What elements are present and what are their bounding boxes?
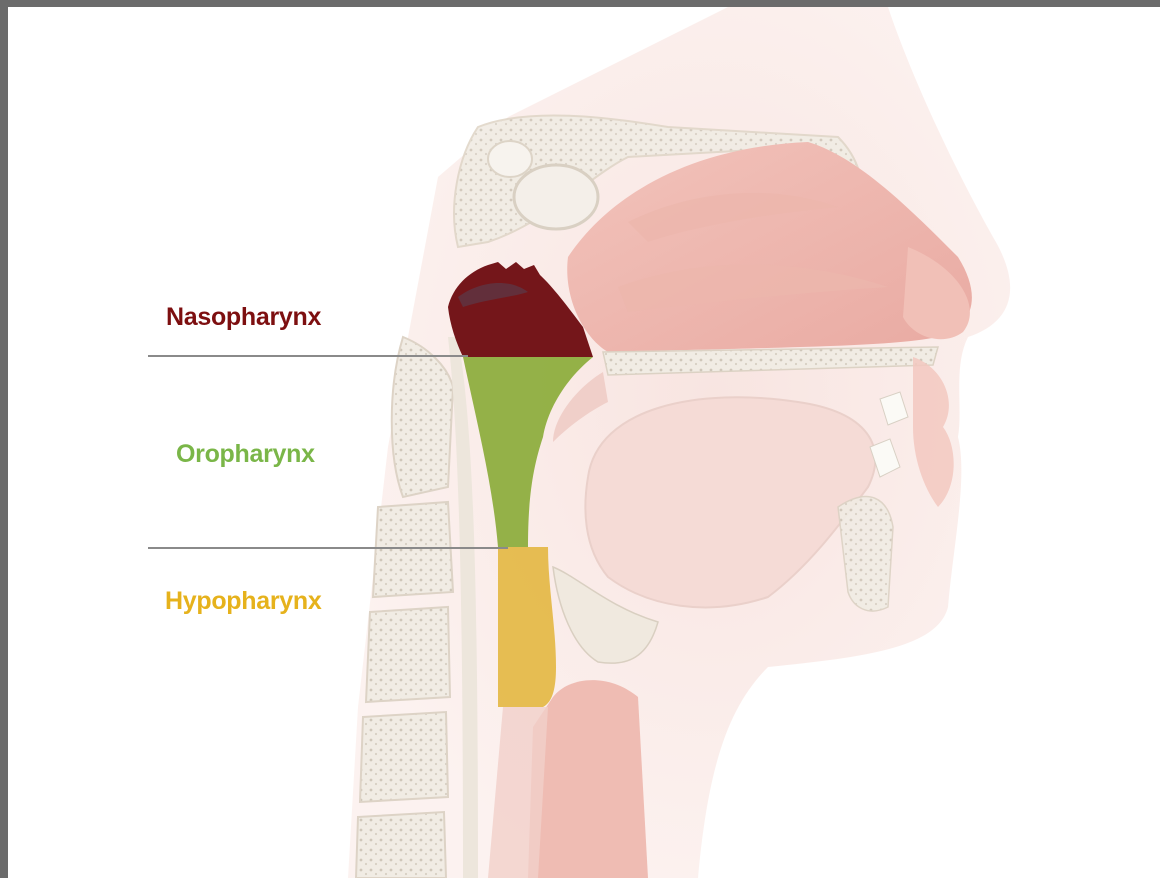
- divider-oro-hypo: [148, 547, 508, 549]
- label-oropharynx: Oropharynx: [176, 440, 315, 469]
- slide: Nasopharynx Oropharynx Hypopharynx: [8, 7, 1160, 878]
- divider-naso-oro: [148, 355, 468, 357]
- sphenoid-sinus: [514, 165, 598, 229]
- label-hypopharynx: Hypopharynx: [165, 587, 321, 616]
- hypopharynx-region: [498, 547, 556, 707]
- sinus-cell: [488, 141, 532, 177]
- label-nasopharynx: Nasopharynx: [166, 303, 321, 332]
